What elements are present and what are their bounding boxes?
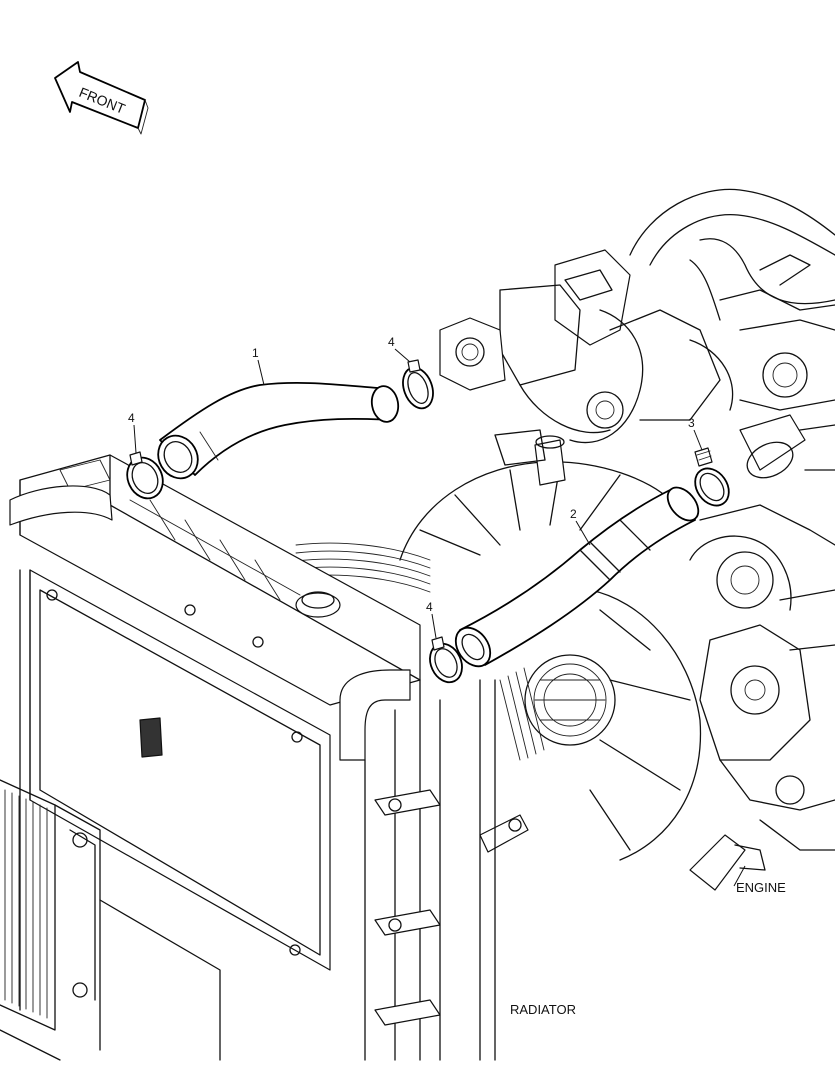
callout-1-number: 1	[252, 346, 259, 360]
callout-1-leader	[257, 359, 265, 386]
callout-3-leader	[693, 429, 703, 451]
part-4-hose-clamp-b	[402, 359, 434, 410]
callout-4c-leader	[431, 613, 437, 639]
callout-3: 3	[688, 416, 703, 451]
radiator-assembly	[0, 454, 529, 1061]
callout-4-clamp-b: 4	[388, 335, 411, 363]
part-4-hose-clamp-c	[429, 636, 463, 684]
radiator-label: RADIATOR	[510, 1002, 576, 1017]
engine-label: ENGINE	[736, 880, 786, 895]
part-3-fitting	[694, 447, 713, 467]
callout-4c-number: 4	[426, 600, 433, 614]
callout-4a-leader	[133, 424, 137, 454]
water-pump-inlet	[494, 429, 566, 486]
callout-2-number: 2	[570, 507, 577, 521]
callout-4-clamp-c: 4	[426, 600, 437, 639]
engine-assembly	[439, 188, 835, 891]
part-1-upper-hose	[157, 381, 400, 480]
callout-3-number: 3	[688, 416, 695, 430]
callout-4a-number: 4	[128, 411, 135, 425]
callout-4-clamp-a: 4	[128, 411, 137, 454]
callout-4b-number: 4	[388, 335, 395, 349]
front-direction-arrow: FRONT	[54, 61, 149, 135]
part-4-hose-clamp-a	[126, 451, 164, 500]
callout-4b-leader	[394, 348, 411, 363]
part-2-lower-hose	[454, 486, 700, 668]
callout-2: 2	[570, 507, 591, 546]
cooling-fan	[295, 461, 702, 861]
part-4-hose-clamp-d	[694, 467, 730, 507]
callout-2-leader	[575, 520, 591, 546]
callout-1: 1	[252, 346, 265, 386]
engine-label-leader	[733, 865, 746, 887]
